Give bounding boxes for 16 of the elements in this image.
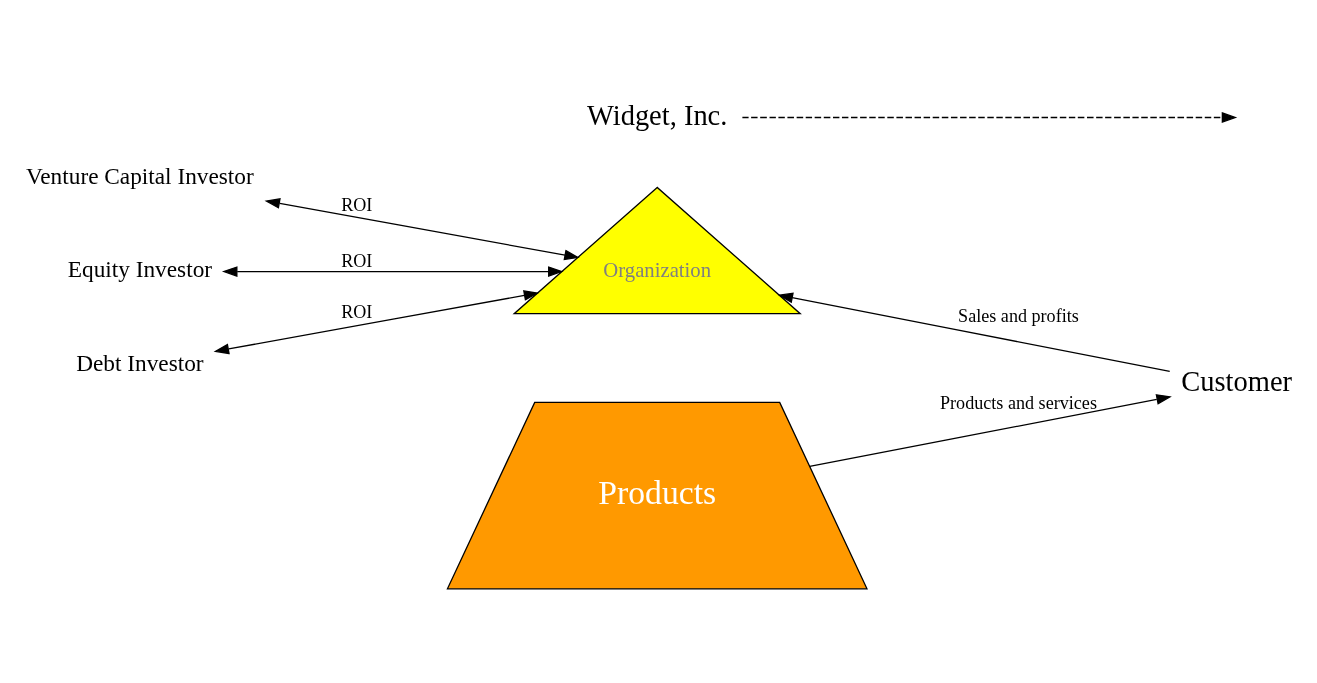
arrow (213, 290, 540, 355)
node-text: Venture Capital Investor (26, 163, 254, 190)
arrow (809, 394, 1172, 468)
edge-label: ROI (341, 250, 373, 271)
arrow (741, 112, 1238, 123)
node-text: Widget, Inc. (587, 99, 728, 131)
arrow (264, 198, 580, 261)
arrow (221, 266, 564, 277)
node-text: Equity Investor (67, 256, 213, 283)
node-text: Debt Investor (76, 349, 204, 376)
node-text: Customer (1181, 366, 1293, 398)
edge-label: Products and services (940, 393, 1097, 414)
arrow (777, 292, 1171, 373)
edge-label: ROI (341, 194, 373, 215)
edge-label: ROI (341, 302, 373, 323)
edge-label: Sales and profits (958, 306, 1079, 327)
